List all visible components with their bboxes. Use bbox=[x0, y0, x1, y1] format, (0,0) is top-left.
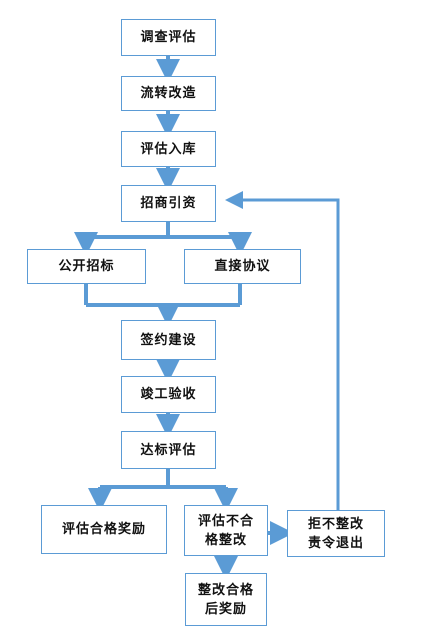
node-sign-construct: 签约建设 bbox=[121, 320, 216, 360]
node-eval-storage-label: 评估入库 bbox=[140, 141, 197, 157]
node-refuse-line1: 拒不整改 bbox=[307, 516, 364, 532]
node-eval-storage: 评估入库 bbox=[121, 131, 216, 167]
node-rectified-reward: 整改合格 后奖励 bbox=[185, 573, 267, 626]
node-eval-fail-line2: 格整改 bbox=[204, 532, 247, 548]
connector-refuse-feedback-loop bbox=[225, 191, 340, 510]
node-investment: 招商引资 bbox=[121, 185, 216, 222]
node-rectified-line2: 后奖励 bbox=[204, 601, 247, 617]
node-public-bid: 公开招标 bbox=[27, 249, 146, 284]
node-eval-pass-reward-label: 评估合格奖励 bbox=[61, 522, 146, 537]
node-direct-agreement-label: 直接协议 bbox=[214, 259, 271, 274]
node-survey-eval: 调查评估 bbox=[121, 19, 216, 56]
node-refuse-line2: 责令退出 bbox=[307, 535, 364, 551]
node-rectified-line1: 整改合格 bbox=[197, 582, 254, 598]
node-transfer-rectify-label: 流转改造 bbox=[140, 86, 197, 101]
node-survey-eval-label: 调查评估 bbox=[140, 30, 197, 45]
node-completion-accept: 竣工验收 bbox=[121, 376, 216, 413]
node-eval-fail-line1: 评估不合 bbox=[197, 513, 254, 529]
node-standard-eval-label: 达标评估 bbox=[140, 442, 197, 458]
node-public-bid-label: 公开招标 bbox=[58, 259, 115, 274]
node-refuse-exit: 拒不整改 责令退出 bbox=[287, 510, 385, 557]
node-completion-accept-label: 竣工验收 bbox=[140, 387, 197, 402]
node-direct-agreement: 直接协议 bbox=[184, 249, 301, 284]
node-transfer-rectify: 流转改造 bbox=[121, 76, 216, 111]
node-sign-construct-label: 签约建设 bbox=[140, 332, 197, 348]
node-standard-eval: 达标评估 bbox=[121, 431, 216, 469]
node-investment-label: 招商引资 bbox=[140, 196, 197, 211]
node-eval-pass-reward: 评估合格奖励 bbox=[41, 505, 167, 554]
node-eval-fail-rectify: 评估不合 格整改 bbox=[184, 505, 268, 556]
